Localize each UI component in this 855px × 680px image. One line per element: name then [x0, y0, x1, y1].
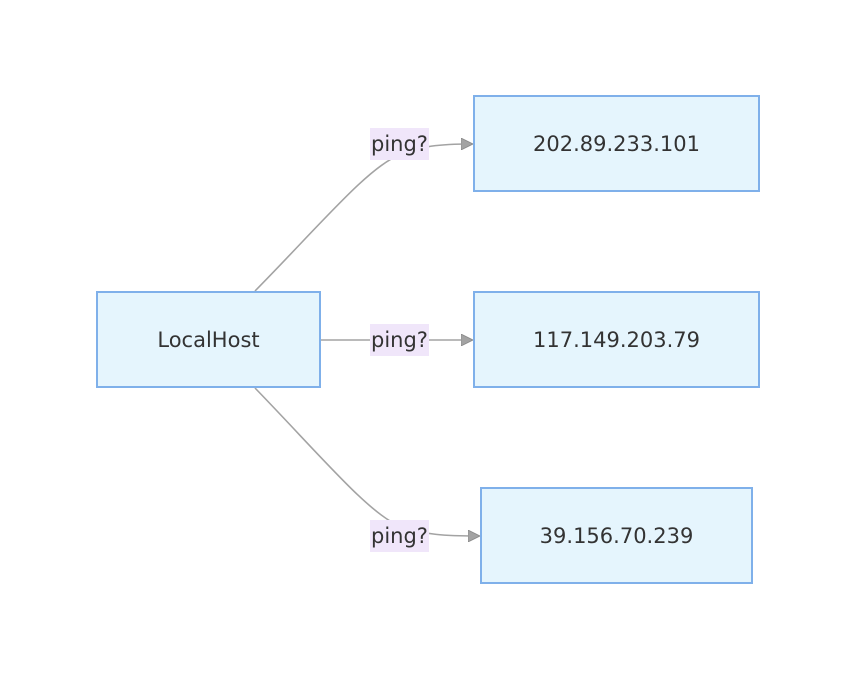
edge-localhost-to-t1 — [254, 144, 472, 292]
edge-label-1: ping? — [370, 128, 429, 160]
node-target-2: 117.149.203.79 — [473, 291, 760, 388]
edge-label-3: ping? — [370, 520, 429, 552]
edge-localhost-to-t3 — [254, 387, 479, 536]
node-target-1: 202.89.233.101 — [473, 95, 760, 192]
edge-label-2: ping? — [370, 324, 429, 356]
node-target-3: 39.156.70.239 — [480, 487, 753, 584]
node-localhost: LocalHost — [96, 291, 321, 388]
